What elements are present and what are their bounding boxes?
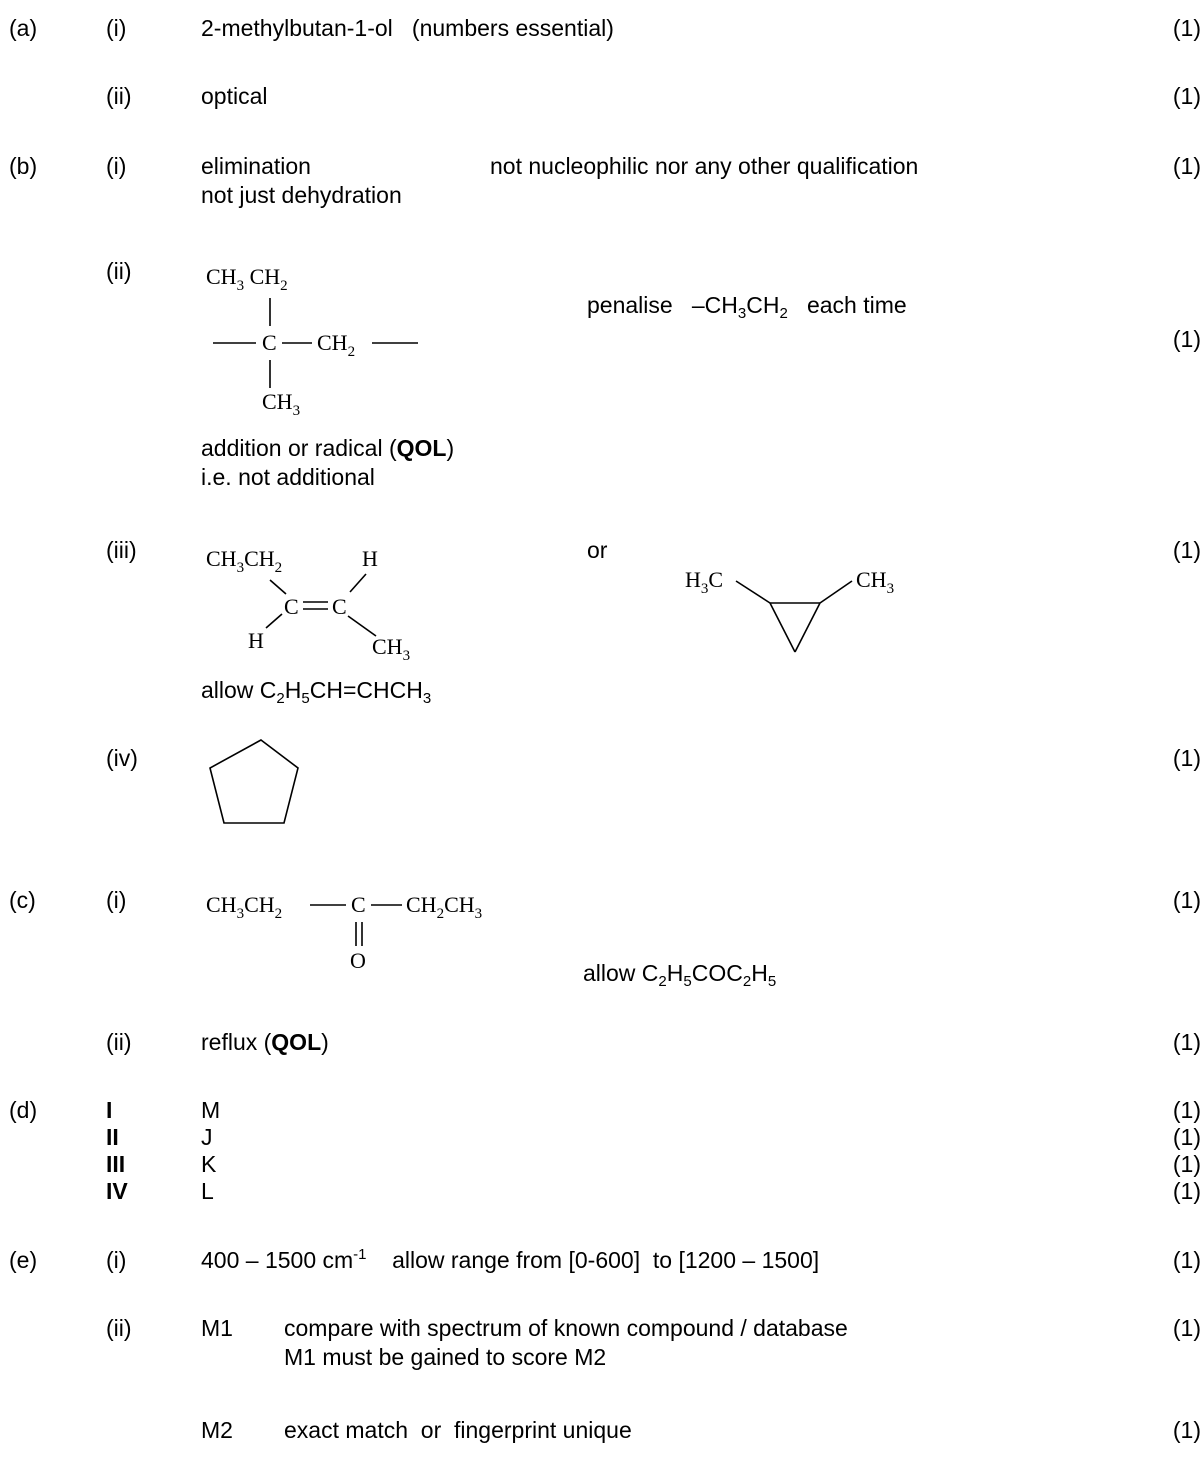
polymer-repeat-unit-structure: CH3 CH2 C CH2 CH3 <box>206 264 418 419</box>
part-b-iii-allow: allow C2H5CH=CHCH3 <box>201 677 432 707</box>
part-b-i-number: (i) <box>106 153 127 179</box>
part-a-i-answer: 2-methylbutan-1-ol (numbers essential) <box>201 15 614 41</box>
svg-text:C: C <box>351 892 366 917</box>
svg-text:CH3: CH3 <box>372 634 410 664</box>
part-c-i-number: (i) <box>106 887 127 913</box>
dimethylcyclopropane-structure: H3C CH3 <box>685 567 894 653</box>
part-b-iii-mark: (1) <box>1172 537 1201 563</box>
pentan-3-one-structure: CH3CH2 C CH2CH3 O <box>206 892 482 973</box>
part-c-ii-answer: reflux (QOL) <box>201 1029 329 1055</box>
part-e-ii-number: (ii) <box>106 1315 132 1341</box>
svg-text:O: O <box>350 948 366 973</box>
part-b-i-note-2: not just dehydration <box>201 182 402 208</box>
part-d-row-answer: M <box>201 1097 221 1123</box>
part-d-row-number: I <box>106 1097 113 1123</box>
part-e-ii-m1-label: M1 <box>201 1315 233 1341</box>
part-b-ii-mark: (1) <box>1172 326 1201 352</box>
part-d-label: (d) <box>9 1097 38 1123</box>
part-d-row-number: II <box>106 1124 119 1150</box>
svg-text:CH3 CH2: CH3 CH2 <box>206 264 288 294</box>
alkene-structure: CH3CH2 H C C H CH3 <box>206 546 410 664</box>
cyclopentane-structure <box>209 739 299 824</box>
part-d-row-number: III <box>106 1151 126 1177</box>
part-b-ii-note-2: i.e. not additional <box>201 464 375 490</box>
part-e-ii-m1-answer: compare with spectrum of known compound … <box>284 1315 848 1341</box>
part-e-i-mark: (1) <box>1172 1247 1201 1273</box>
part-d-row-mark: (1) <box>1172 1178 1201 1204</box>
svg-text:CH3: CH3 <box>262 389 300 419</box>
part-e-ii-m2-mark: (1) <box>1172 1417 1201 1443</box>
part-b-ii-number: (ii) <box>106 258 132 284</box>
part-d-row-answer: J <box>201 1124 213 1150</box>
part-b-iv-mark: (1) <box>1172 745 1201 771</box>
part-b-iv-number: (iv) <box>106 745 138 771</box>
part-d-row-answer: K <box>201 1151 217 1177</box>
svg-text:C: C <box>332 594 347 619</box>
part-e-i-answer: 400 – 1500 cm-1 allow range from [0-600]… <box>201 1246 820 1273</box>
svg-text:CH2CH3: CH2CH3 <box>406 892 482 922</box>
part-b-label: (b) <box>9 153 38 179</box>
part-a-ii-mark: (1) <box>1172 83 1201 109</box>
svg-text:H: H <box>248 628 264 653</box>
part-e-ii-m2-answer: exact match or fingerprint unique <box>284 1417 632 1443</box>
svg-text:C: C <box>262 330 277 355</box>
part-a-i-number: (i) <box>106 15 127 41</box>
svg-text:CH2: CH2 <box>317 330 355 360</box>
part-e-label: (e) <box>9 1247 38 1273</box>
svg-text:C: C <box>284 594 299 619</box>
part-b-ii-answer: addition or radical (QOL) <box>201 435 455 461</box>
part-b-i-answer: elimination <box>201 153 311 179</box>
part-a-i-mark: (1) <box>1172 15 1201 41</box>
part-a-label: (a) <box>9 15 38 41</box>
svg-text:CH3: CH3 <box>856 567 894 597</box>
part-c-ii-number: (ii) <box>106 1029 132 1055</box>
part-c-i-allow: allow C2H5COC2H5 <box>583 960 777 990</box>
part-b-i-mark: (1) <box>1172 153 1201 179</box>
part-c-i-mark: (1) <box>1172 887 1201 913</box>
part-e-ii-m2-label: M2 <box>201 1417 233 1443</box>
part-d-row-mark: (1) <box>1172 1124 1201 1150</box>
svg-text:H: H <box>362 546 378 571</box>
part-d-row-answer: L <box>201 1178 214 1204</box>
part-b-iii-or: or <box>587 537 608 563</box>
part-c-ii-mark: (1) <box>1172 1029 1201 1055</box>
part-b-iii-number: (iii) <box>106 537 137 563</box>
part-e-ii-m1-note: M1 must be gained to score M2 <box>284 1344 607 1370</box>
part-e-ii-m1-mark: (1) <box>1172 1315 1201 1341</box>
part-d-row-mark: (1) <box>1172 1151 1201 1177</box>
part-e-i-number: (i) <box>106 1247 127 1273</box>
part-d-row-mark: (1) <box>1172 1097 1201 1123</box>
part-a-ii-answer: optical <box>201 83 268 109</box>
svg-text:H3C: H3C <box>685 567 723 597</box>
part-b-ii-note: penalise –CH3CH2 each time <box>587 292 907 322</box>
part-a-ii-number: (ii) <box>106 83 132 109</box>
svg-text:CH3CH2: CH3CH2 <box>206 892 282 922</box>
part-d-row-number: IV <box>106 1178 128 1204</box>
part-c-label: (c) <box>9 887 36 913</box>
svg-text:CH3CH2: CH3CH2 <box>206 546 282 576</box>
part-b-i-note: not nucleophilic nor any other qualifica… <box>490 153 919 179</box>
